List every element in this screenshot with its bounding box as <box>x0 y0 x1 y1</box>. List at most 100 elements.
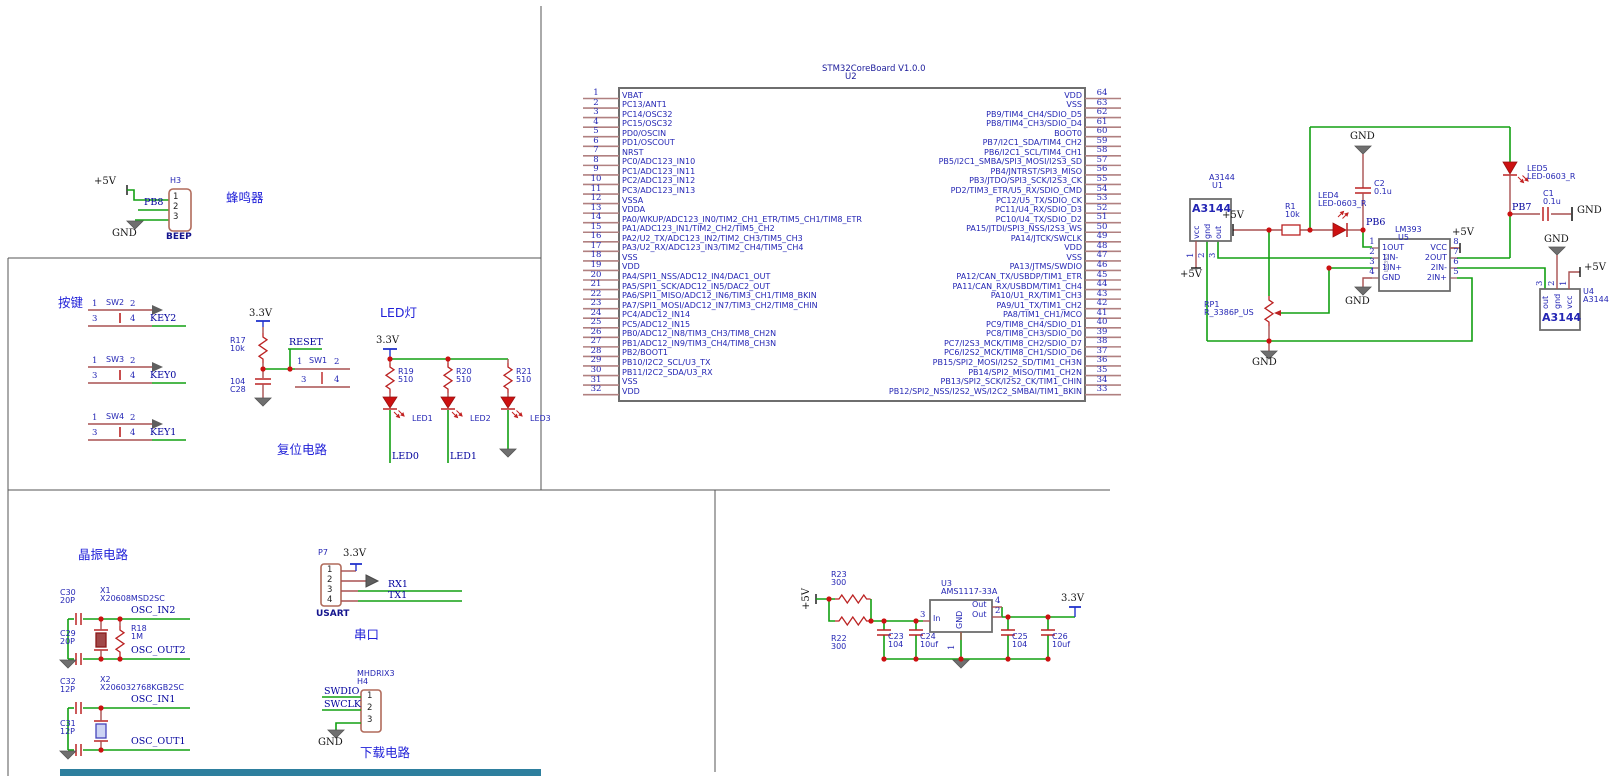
c1-ref: C1 <box>1543 189 1554 198</box>
sheet-dividers <box>7 6 1110 776</box>
led-r-ref: R21 <box>516 367 532 376</box>
h4-pin: 2 <box>367 703 373 713</box>
mcu-pin-name: PC15/OSC32 <box>622 119 673 129</box>
mcu-pin-name: PA6/SPI1_MISO/ADC12_IN6/TIM3_CH1/TIM8_BK… <box>622 291 817 301</box>
u1-pin-name: vcc <box>1191 225 1201 239</box>
u5-pin-name: 1OUT <box>1382 242 1405 252</box>
mcu-pin-number: 1 <box>593 88 599 98</box>
c24-val: 10uf <box>920 640 939 649</box>
c24-ref: C24 <box>920 632 936 641</box>
u5-pin-number: 5 <box>1453 267 1459 277</box>
hall-top-gnd-label: GND <box>1350 131 1375 142</box>
u3-ref: U3 <box>941 579 952 588</box>
r23-ref: R23 <box>831 570 847 579</box>
h4-pin: 3 <box>367 715 373 725</box>
net-pb6: PB6 <box>1366 217 1386 228</box>
power-5v-label: +5V <box>801 588 812 610</box>
net-osc-out1: OSC_OUT1 <box>131 736 186 747</box>
mcu-pin-number: 45 <box>1096 269 1108 280</box>
u5-pin-number: 7 <box>1453 247 1459 257</box>
usart-ref: P7 <box>318 548 328 557</box>
mcu-pin-number: 26 <box>590 326 602 337</box>
mcu-pin-number: 21 <box>590 279 602 290</box>
sw1-pin1: 1 <box>297 357 303 367</box>
mcu-pin-number: 34 <box>1096 374 1108 385</box>
sheet-edge-bar <box>60 769 541 776</box>
mcu-pin-number: 9 <box>593 164 599 175</box>
mcu-pin-name: PC3/ADC123_IN13 <box>622 186 696 196</box>
mcu-pin-name: PB7/I2C1_SDA/TIM4_CH2 <box>982 138 1082 148</box>
led-r-ref: R20 <box>456 367 472 376</box>
mcu-pin-name: NRST <box>622 147 644 157</box>
mcu-pin-name: PC4/ADC12_IN14 <box>622 310 691 320</box>
buzzer-title: 蜂鸣器 <box>226 190 264 205</box>
mcu-pin-number: 55 <box>1096 173 1108 184</box>
mcu-pin-number: 15 <box>590 221 602 232</box>
u3-part: AMS1117-33A <box>941 587 998 596</box>
led-title: LED灯 <box>380 305 417 320</box>
c31-val: 12P <box>60 727 76 736</box>
mcu-pin-name: PB8/TIM4_CH3/SDIO_D4 <box>986 119 1082 129</box>
r18-ref: R18 <box>131 624 147 633</box>
mcu-pin-number: 57 <box>1096 154 1108 165</box>
u1-ref: U1 <box>1212 181 1223 190</box>
usart-title: 串口 <box>354 627 380 642</box>
u1-pin-name: gnd <box>1202 223 1212 239</box>
hall-comparator-circuit <box>1189 126 1581 360</box>
led4-ref: LED4 <box>1318 191 1339 200</box>
buzzer-net-pb8: PB8 <box>144 197 164 208</box>
mcu-pin-name: PC10/U4_TX/SDIO_D2 <box>995 214 1082 224</box>
keys-title: 按键 <box>58 295 84 310</box>
mcu-pin-number: 50 <box>1096 221 1108 232</box>
mcu-pin-name: VSS <box>622 252 638 262</box>
mcu-pin-number: 20 <box>590 269 602 280</box>
u3-pin-in-name: In <box>933 614 941 623</box>
u1-part: A3144 <box>1209 173 1235 182</box>
mcu-pin-name: PB11/I2C2_SDA/U3_RX <box>622 367 713 377</box>
swd-part: MHDRIX3 <box>357 669 395 678</box>
mcu-pin-name: PB5/I2C1_SMBA/SPI3_MOSI/I2S3_SD <box>938 157 1082 167</box>
u1-pin-number: 2 <box>1197 252 1207 258</box>
mcu-pin-name: VBAT <box>622 90 643 100</box>
reset-title: 复位电路 <box>277 442 328 457</box>
key-pin3: 3 <box>92 314 98 324</box>
swd-ref: H4 <box>357 677 369 686</box>
mcu-pin-number: 18 <box>590 250 602 261</box>
key-net: KEY1 <box>150 427 177 438</box>
r18-val: 1M <box>131 632 143 641</box>
usart-circuit <box>320 563 462 607</box>
key-sw-ref: SW3 <box>106 355 125 364</box>
sw1-pin2: 2 <box>334 357 340 367</box>
mcu-pin-name: VSS <box>622 377 638 387</box>
mcu-pin-number: 41 <box>1096 307 1108 318</box>
mcu-pin-number: 14 <box>590 212 602 223</box>
mcu-pin-number: 59 <box>1096 135 1108 146</box>
led-r-val: 510 <box>398 375 414 384</box>
u5-pin-name: 2IN+ <box>1426 272 1447 282</box>
u5-pin-name: VCC <box>1430 242 1447 252</box>
u5-part: LM393 <box>1395 225 1422 234</box>
mcu-pin-number: 37 <box>1096 345 1108 356</box>
c25-ref: C25 <box>1012 632 1028 641</box>
r22-val: 300 <box>831 642 847 651</box>
c23-ref: C23 <box>888 632 904 641</box>
reset-c28-ref: C28 <box>230 385 246 394</box>
mcu-pin-name: BOOT0 <box>1054 128 1082 138</box>
c26-ref: C26 <box>1052 632 1068 641</box>
mcu-pin-name: PA9/U1_TX/TIM1_CH2 <box>996 300 1082 310</box>
mcu-pin-number: 60 <box>1096 126 1108 137</box>
u5-pin-name: 1IN- <box>1382 252 1399 262</box>
mcu-pin-name: VSSA <box>622 195 644 205</box>
mcu-pin-name: PB1/ADC12_IN9/TIM3_CH4/TIM8_CH3N <box>622 338 777 348</box>
h3-pin: 1 <box>173 192 179 202</box>
c1-val: 0.1u <box>1543 197 1561 206</box>
mcu-pin-number: 30 <box>590 365 602 376</box>
rp1-gnd-label: GND <box>1252 357 1277 368</box>
u1-pin-number: 3 <box>1208 252 1218 258</box>
reset-net: RESET <box>289 337 323 348</box>
mcu-pin-name: PA0/WKUP/ADC123_IN0/TIM2_CH1_ETR/TIM5_CH… <box>622 214 862 224</box>
mcu-title: STM32CoreBoard V1.0.0 <box>822 64 926 74</box>
sw1-ref: SW1 <box>309 356 328 365</box>
rp1-part: R_3386P_US <box>1204 308 1254 317</box>
mcu-pin-number: 61 <box>1096 116 1108 127</box>
